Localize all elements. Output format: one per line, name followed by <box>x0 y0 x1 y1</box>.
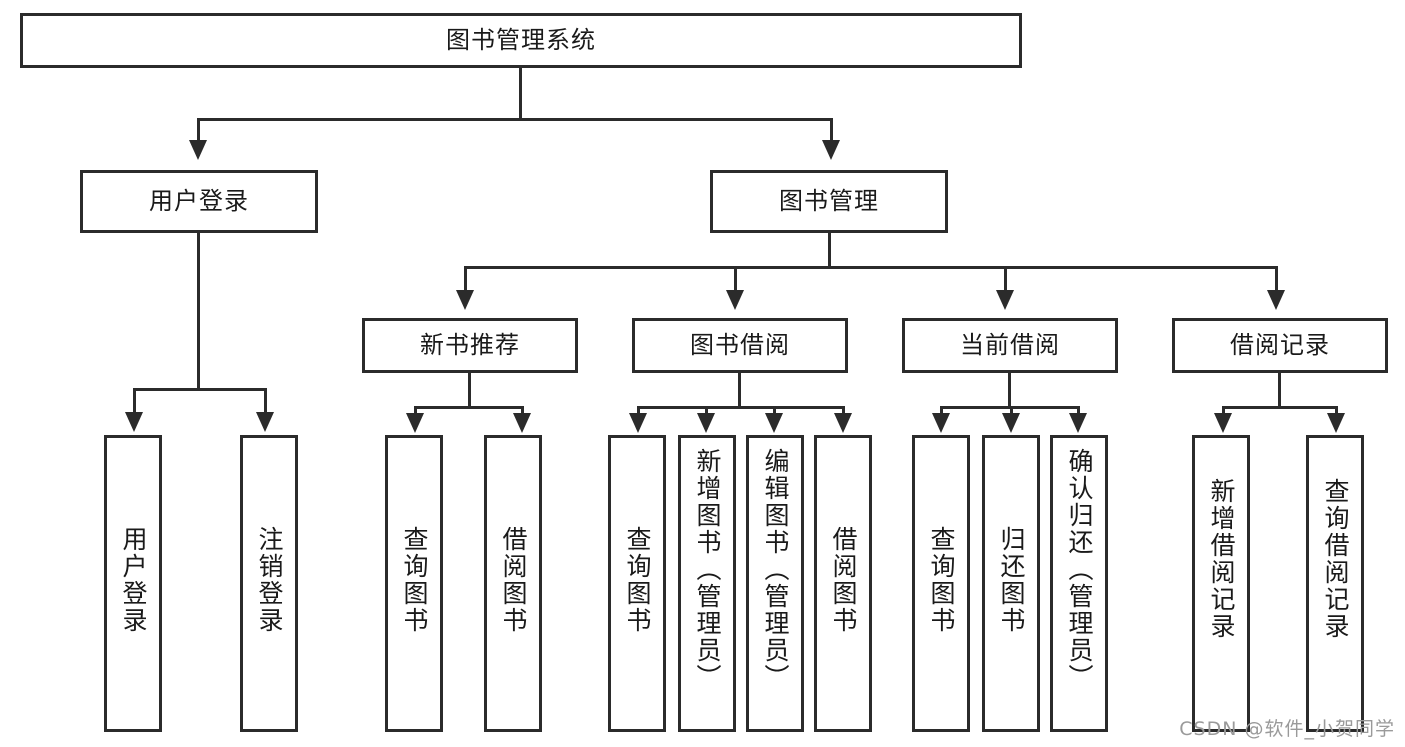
arrow-records-to-leaf12 <box>1214 413 1232 433</box>
node-leaf7[interactable]: 编辑图书（管理员） <box>746 435 804 732</box>
connector-bookmgmt-stem <box>828 233 831 268</box>
node-leaf3-label: 查询图书 <box>400 526 429 634</box>
node-leaf2[interactable]: 注销登录 <box>240 435 298 732</box>
connector-newbook-bus <box>414 406 524 409</box>
node-current-label: 当前借阅 <box>960 331 1060 360</box>
node-leaf1-label: 用户登录 <box>119 526 148 634</box>
node-leaf12-label: 新增借阅记录 <box>1207 478 1236 640</box>
arrow-current-to-leaf11 <box>1069 413 1087 433</box>
connector-records-bus <box>1222 406 1338 409</box>
node-leaf10-label: 归还图书 <box>997 526 1026 634</box>
connector-current-to-leaf11 <box>1077 406 1080 415</box>
connector-borrow-bus <box>637 406 845 409</box>
node-leaf11[interactable]: 确认归还（管理员） <box>1050 435 1108 732</box>
connector-root-bus <box>197 118 833 121</box>
connector-newbook-stem <box>468 373 471 408</box>
node-root[interactable]: 图书管理系统 <box>20 13 1022 68</box>
connector-borrow-to-leaf6 <box>705 406 708 415</box>
arrow-records-to-leaf13 <box>1327 413 1345 433</box>
arrow-borrow-to-leaf6 <box>697 413 715 433</box>
node-leaf5-label: 查询图书 <box>623 526 652 634</box>
arrow-borrow-to-leaf8 <box>834 413 852 433</box>
node-leaf7-label: 编辑图书（管理员） <box>761 448 790 691</box>
connector-records-to-leaf13 <box>1335 406 1338 415</box>
connector-bookmgmt-to-newbook <box>464 266 467 290</box>
connector-root-to-login <box>197 118 200 140</box>
connector-login-stem <box>197 233 200 390</box>
connector-bookmgmt-to-borrow <box>734 266 737 290</box>
arrow-root-to-bookmgmt <box>822 140 840 160</box>
connector-root-to-bookmgmt <box>830 118 833 140</box>
node-leaf3[interactable]: 查询图书 <box>385 435 443 732</box>
arrow-borrow-to-leaf5 <box>629 413 647 433</box>
connector-login-to-leaf1 <box>133 388 136 412</box>
node-leaf4-label: 借阅图书 <box>499 526 528 634</box>
node-borrow-label: 图书借阅 <box>690 331 790 360</box>
node-leaf12[interactable]: 新增借阅记录 <box>1192 435 1250 732</box>
node-leaf13-label: 查询借阅记录 <box>1321 478 1350 640</box>
node-leaf1[interactable]: 用户登录 <box>104 435 162 732</box>
node-leaf5[interactable]: 查询图书 <box>608 435 666 732</box>
connector-bookmgmt-bus <box>464 266 1278 269</box>
node-root-label: 图书管理系统 <box>446 26 596 55</box>
node-borrow[interactable]: 图书借阅 <box>632 318 848 373</box>
arrow-login-to-leaf1 <box>125 412 143 432</box>
connector-bookmgmt-to-current <box>1004 266 1007 290</box>
node-leaf4[interactable]: 借阅图书 <box>484 435 542 732</box>
csdn-watermark: CSDN @软件_小贺同学 <box>1179 718 1395 740</box>
node-newbook[interactable]: 新书推荐 <box>362 318 578 373</box>
connector-records-to-leaf12 <box>1222 406 1225 415</box>
arrow-bookmgmt-to-records <box>1267 290 1285 310</box>
arrow-current-to-leaf9 <box>932 413 950 433</box>
node-leaf10[interactable]: 归还图书 <box>982 435 1040 732</box>
connector-login-to-leaf2 <box>264 388 267 412</box>
node-leaf6-label: 新增图书（管理员） <box>693 448 722 691</box>
connector-borrow-to-leaf5 <box>637 406 640 415</box>
connector-login-bus <box>133 388 267 391</box>
node-login[interactable]: 用户登录 <box>80 170 318 233</box>
node-current[interactable]: 当前借阅 <box>902 318 1118 373</box>
arrow-bookmgmt-to-current <box>996 290 1014 310</box>
connector-borrow-stem <box>738 373 741 408</box>
node-leaf8[interactable]: 借阅图书 <box>814 435 872 732</box>
connector-root-stem <box>519 68 522 120</box>
node-bookmgmt-label: 图书管理 <box>779 187 879 216</box>
arrow-newbook-to-leaf4 <box>513 413 531 433</box>
connector-bookmgmt-to-records <box>1275 266 1278 290</box>
node-leaf11-label: 确认归还（管理员） <box>1065 448 1094 691</box>
connector-borrow-to-leaf7 <box>773 406 776 415</box>
connector-current-to-leaf10 <box>1010 406 1013 415</box>
node-leaf9-label: 查询图书 <box>927 526 956 634</box>
connector-records-stem <box>1278 373 1281 408</box>
node-leaf6[interactable]: 新增图书（管理员） <box>678 435 736 732</box>
arrow-login-to-leaf2 <box>256 412 274 432</box>
connector-current-stem <box>1008 373 1011 408</box>
node-leaf2-label: 注销登录 <box>255 526 284 634</box>
node-leaf9[interactable]: 查询图书 <box>912 435 970 732</box>
connector-newbook-to-leaf3 <box>414 406 417 415</box>
arrow-current-to-leaf10 <box>1002 413 1020 433</box>
node-bookmgmt[interactable]: 图书管理 <box>710 170 948 233</box>
connector-current-to-leaf9 <box>940 406 943 415</box>
arrow-newbook-to-leaf3 <box>406 413 424 433</box>
node-login-label: 用户登录 <box>149 187 249 216</box>
node-leaf13[interactable]: 查询借阅记录 <box>1306 435 1364 732</box>
arrow-borrow-to-leaf7 <box>765 413 783 433</box>
arrow-bookmgmt-to-borrow <box>726 290 744 310</box>
connector-newbook-to-leaf4 <box>521 406 524 415</box>
node-newbook-label: 新书推荐 <box>420 331 520 360</box>
node-records-label: 借阅记录 <box>1230 331 1330 360</box>
node-records[interactable]: 借阅记录 <box>1172 318 1388 373</box>
node-leaf8-label: 借阅图书 <box>829 526 858 634</box>
arrow-bookmgmt-to-newbook <box>456 290 474 310</box>
connector-borrow-to-leaf8 <box>842 406 845 415</box>
arrow-root-to-login <box>189 140 207 160</box>
